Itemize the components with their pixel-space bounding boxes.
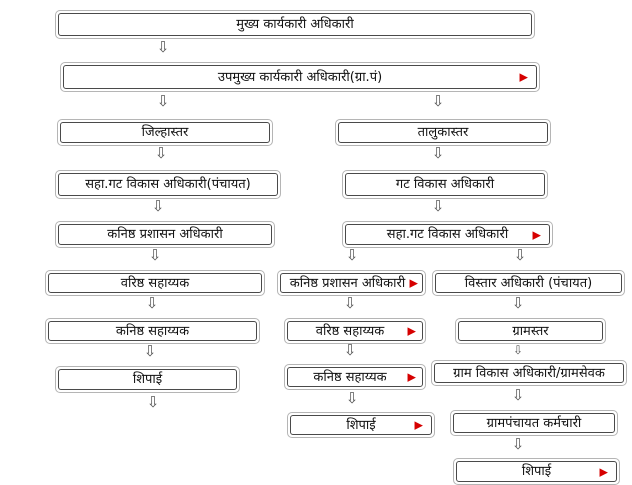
down-arrow-icon: ⇩	[151, 197, 165, 215]
node-asst-bdo[interactable]: सहा.गट विकास अधिकारी ▶	[342, 221, 553, 248]
expand-icon: ▶	[599, 465, 608, 478]
down-arrow-icon: ⇩	[511, 435, 525, 453]
down-arrow-icon: ⇩	[512, 343, 524, 357]
expand-icon: ▶	[409, 276, 418, 290]
node-label: शिपाई	[346, 417, 376, 433]
down-arrow-icon: ⇩	[511, 386, 525, 404]
expand-icon: ▶	[407, 370, 416, 384]
node-label: मुख्य कार्यकारी अधिकारी	[236, 17, 354, 32]
node-label: ग्राम विकास अधिकारी/ग्रामसेवक	[453, 365, 605, 381]
down-arrow-icon: ⇩	[345, 246, 359, 264]
node-label: कनिष्ठ सहाय्यक	[313, 369, 387, 385]
node-bdo: गट विकास अधिकारी	[342, 170, 548, 199]
node-label: गट विकास अधिकारी	[395, 177, 495, 192]
node-ceo: मुख्य कार्यकारी अधिकारी	[55, 10, 535, 39]
node-label: कनिष्ठ प्रशासन अधिकारी	[289, 275, 406, 291]
node-vdo-gramsevak: ग्राम विकास अधिकारी/ग्रामसेवक	[431, 360, 627, 386]
down-arrow-icon: ⇩	[511, 294, 525, 312]
expand-icon: ▶	[407, 324, 416, 338]
down-arrow-icon: ⇩	[345, 389, 359, 407]
node-jr-assistant-taluka[interactable]: कनिष्ठ सहाय्यक ▶	[284, 364, 426, 390]
node-jr-assistant-district: कनिष्ठ सहाय्यक	[45, 318, 260, 344]
down-arrow-icon: ⇩	[431, 197, 445, 215]
down-arrow-icon: ⇩	[145, 294, 159, 312]
node-label: सहा.गट विकास अधिकारी	[386, 227, 509, 242]
node-sr-assistant-district: वरिष्ठ सहाय्यक	[45, 270, 265, 296]
node-label: शिपाई	[132, 372, 163, 387]
node-label: विस्तार अधिकारी (पंचायत)	[464, 275, 593, 291]
down-arrow-icon: ⇩	[154, 144, 168, 162]
node-label: ग्रामपंचायत कर्मचारी	[486, 415, 582, 431]
node-label: ग्रामस्तर	[512, 323, 549, 339]
node-jr-admin-officer-taluka[interactable]: कनिष्ठ प्रशासन अधिकारी ▶	[277, 270, 426, 296]
node-label: सहा.गट विकास अधिकारी(पंचायत)	[85, 177, 251, 192]
node-label: उपमुख्य कार्यकारी अधिकारी(ग्रा.पं)	[217, 69, 383, 85]
node-extension-officer-panchayat: विस्तार अधिकारी (पंचायत)	[432, 270, 625, 296]
node-sr-assistant-taluka[interactable]: वरिष्ठ सहाय्यक ▶	[284, 318, 426, 344]
down-arrow-icon: ⇩	[143, 342, 157, 360]
down-arrow-icon: ⇩	[343, 341, 357, 359]
node-district-level: जिल्हास्तर	[57, 119, 273, 146]
node-label: वरिष्ठ सहाय्यक	[315, 323, 385, 339]
node-label: कनिष्ठ सहाय्यक	[115, 323, 190, 339]
node-grampanchayat-staff: ग्रामपंचायत कर्मचारी	[450, 410, 618, 436]
node-peon-village[interactable]: शिपाई ▶	[453, 458, 620, 485]
node-label: शिपाई	[521, 464, 552, 479]
down-arrow-icon: ⇩	[156, 92, 170, 110]
expand-icon: ▶	[532, 228, 541, 241]
node-village-level: ग्रामस्तर	[455, 318, 606, 344]
node-jr-admin-officer-district: कनिष्ठ प्रशासन अधिकारी	[55, 221, 275, 248]
down-arrow-icon: ⇩	[343, 294, 357, 312]
node-taluka-level: तालुकास्तर	[335, 119, 551, 146]
node-label: कनिष्ठ प्रशासन अधिकारी	[107, 227, 223, 242]
down-arrow-icon: ⇩	[148, 246, 162, 264]
node-peon-district: शिपाई	[55, 366, 240, 393]
down-arrow-icon: ⇩	[146, 393, 160, 411]
node-peon-taluka[interactable]: शिपाई ▶	[287, 412, 435, 438]
node-asst-bdo-panchayat: सहा.गट विकास अधिकारी(पंचायत)	[55, 170, 281, 199]
down-arrow-icon: ⇩	[431, 92, 445, 110]
node-label: जिल्हास्तर	[141, 125, 189, 140]
down-arrow-icon: ⇩	[431, 144, 445, 162]
down-arrow-icon: ⇩	[156, 38, 170, 56]
down-arrow-icon: ⇩	[513, 246, 527, 264]
expand-icon: ▶	[519, 70, 528, 84]
node-label: वरिष्ठ सहाय्यक	[120, 275, 190, 291]
expand-icon: ▶	[414, 418, 423, 432]
node-deputy-ceo[interactable]: उपमुख्य कार्यकारी अधिकारी(ग्रा.पं) ▶	[60, 62, 540, 92]
node-label: तालुकास्तर	[417, 125, 469, 140]
